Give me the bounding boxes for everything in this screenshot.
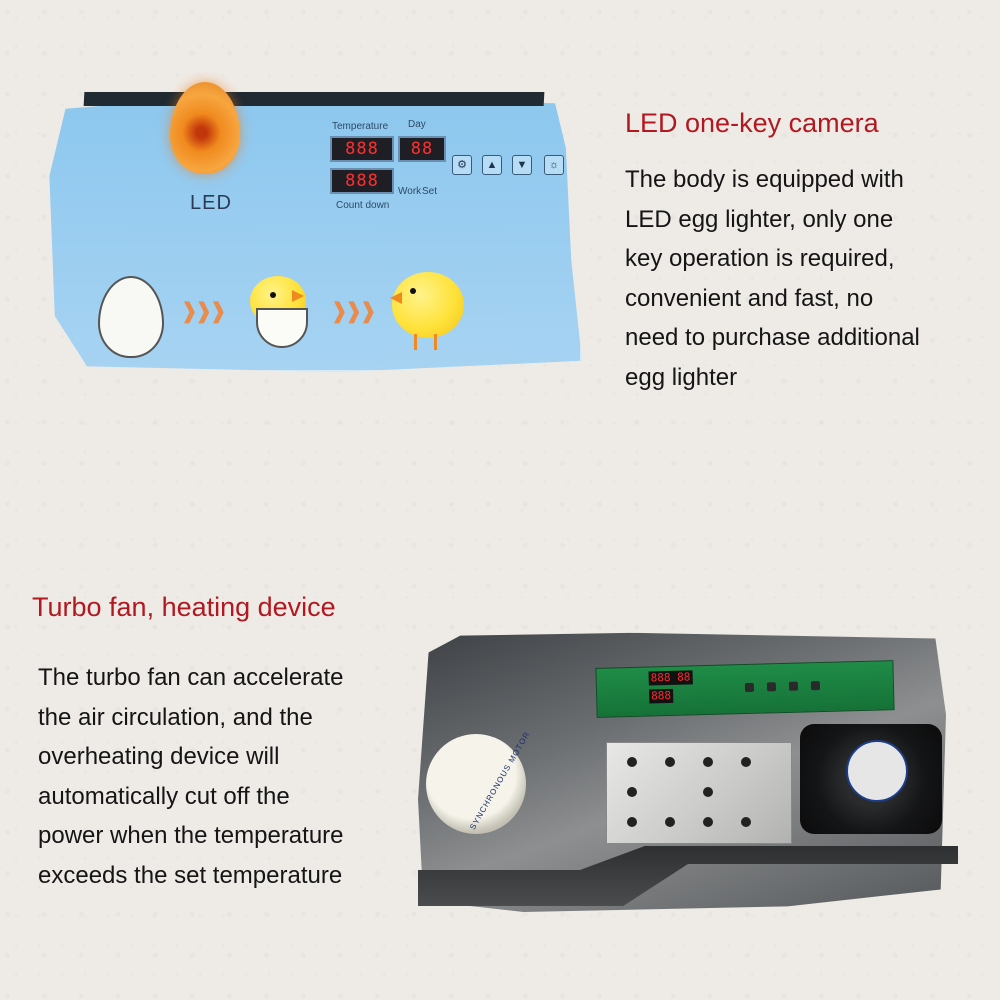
count-down-label: Count down — [336, 200, 390, 211]
fan-label-sticker — [846, 740, 908, 802]
arrow-icon: ❱❱❱ — [180, 298, 227, 323]
description-line: The body is equipped with — [625, 166, 904, 193]
egg-icon — [98, 276, 164, 358]
synchronous-motor — [426, 734, 526, 834]
pcb-button — [744, 682, 755, 692]
gear-icon[interactable]: ⚙ — [452, 155, 472, 175]
pcb-display-top: 888 88 — [648, 670, 693, 686]
turbo-fan-heading: Turbo fan, heating device — [32, 592, 336, 622]
led-camera-heading: LED one-key camera — [625, 108, 879, 138]
pcb-button — [766, 682, 777, 692]
pcb-button — [788, 681, 799, 691]
temperature-display: 888 — [330, 136, 394, 162]
lamp-icon[interactable]: ☼ — [544, 155, 564, 175]
description-line: exceeds the set temperature — [38, 861, 343, 889]
description-line: The turbo fan can accelerate — [38, 664, 344, 691]
pcb-display-bottom: 888 — [648, 688, 674, 704]
description-line: key operation is required, — [625, 245, 895, 272]
description-line: the air circulation, and the — [38, 703, 313, 731]
led-camera-description: The body is equipped with LED egg lighte… — [625, 160, 920, 397]
arrow-icon: ❱❱❱ — [330, 298, 377, 323]
temperature-label: Temperature — [332, 121, 389, 132]
description-line: convenient and fast, no — [625, 284, 874, 312]
candled-egg-icon — [170, 82, 240, 174]
count-down-display: 888 — [330, 168, 394, 194]
heating-plate — [606, 742, 792, 844]
set-label: Set — [422, 186, 438, 197]
description-line: overheating device will — [38, 743, 280, 770]
description-line: LED egg lighter, only one — [625, 205, 894, 233]
description-line: need to purchase additional — [625, 324, 920, 351]
description-line: power when the temperature — [38, 822, 344, 849]
work-label: Work — [398, 186, 422, 197]
description-line: automatically cut off the — [38, 782, 290, 810]
pcb-button — [810, 681, 821, 691]
up-arrow-icon[interactable]: ▲ — [482, 155, 502, 175]
panel-top-frame — [83, 92, 545, 106]
day-label: Day — [408, 119, 426, 130]
control-circuit-board: 888 88 888 — [595, 660, 895, 718]
down-arrow-icon[interactable]: ▼ — [512, 155, 532, 175]
day-display: 88 — [398, 136, 446, 162]
description-line: egg lighter — [625, 363, 738, 391]
led-label: LED — [190, 192, 232, 214]
turbo-fan-description: The turbo fan can accelerate the air cir… — [38, 658, 344, 895]
